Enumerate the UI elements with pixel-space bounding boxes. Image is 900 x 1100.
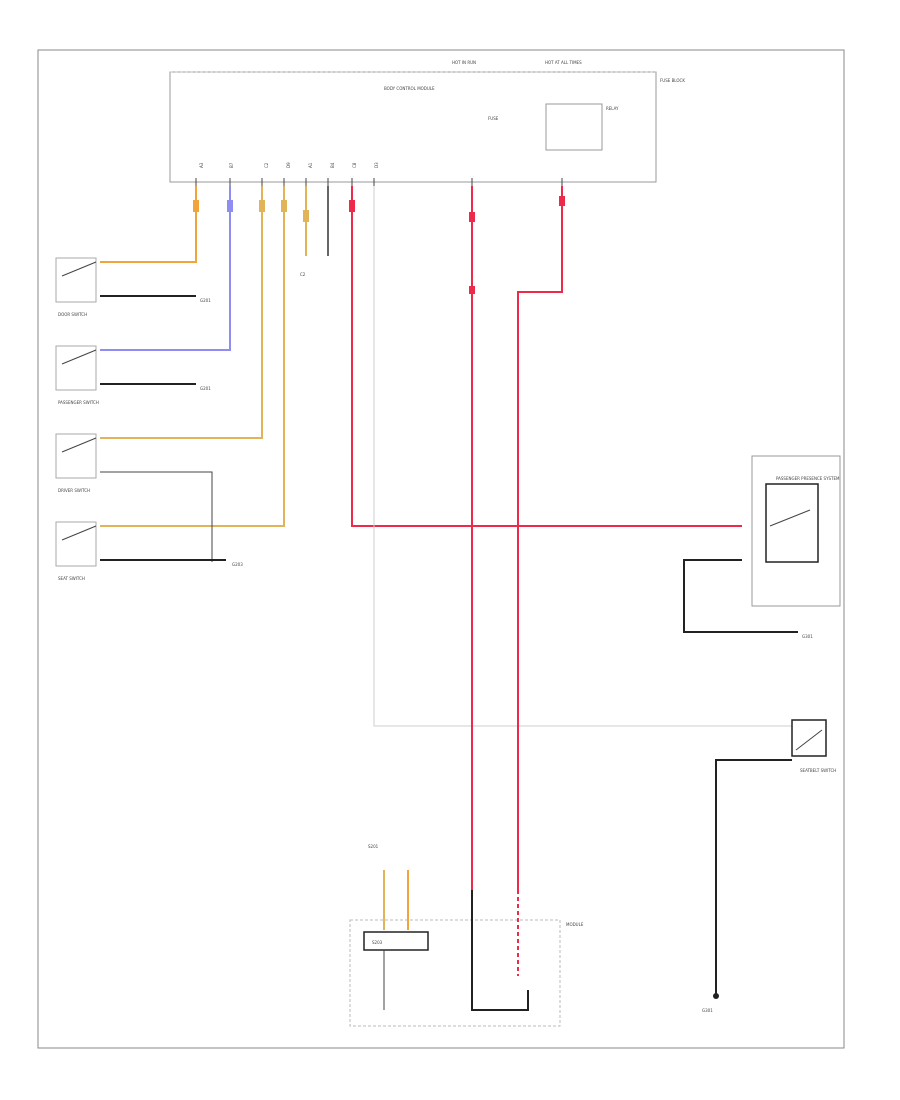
svg-text:PASSENGER SWITCH: PASSENGER SWITCH — [58, 400, 99, 405]
bottom-red-return — [471, 890, 529, 1011]
svg-text:SEAT SWITCH: SEAT SWITCH — [58, 576, 85, 581]
bottom-sub-label: S203 — [372, 940, 383, 945]
svg-text:G203: G203 — [232, 562, 243, 567]
bottom-module-box — [349, 919, 561, 1027]
presence-module-box — [751, 455, 841, 607]
switch-4: SEAT SWITCH G203 — [55, 521, 243, 581]
sub-connector-label: C2 — [300, 272, 306, 277]
hot-run-label: HOT IN RUN — [452, 60, 476, 65]
g301-label: G301 — [802, 634, 813, 639]
svg-text:DRIVER SWITCH: DRIVER SWITCH — [58, 488, 90, 493]
presence-ground-wire — [683, 559, 798, 633]
seatbelt-label: SEATBELT SWITCH — [800, 768, 836, 773]
wire-red-vertical-2 — [517, 186, 563, 890]
svg-text:G201: G201 — [200, 298, 211, 303]
switch-3: DRIVER SWITCH — [55, 433, 213, 562]
switch-1: DOOR SWITCH G201 — [55, 257, 211, 317]
wire-grey-long — [373, 186, 792, 727]
seatbelt-ground-label: G301 — [702, 1008, 713, 1013]
bottom-module-label: MODULE — [566, 922, 584, 927]
switch-2: PASSENGER SWITCH G201 — [55, 345, 211, 405]
hot-all-label: HOT AT ALL TIMES — [545, 60, 582, 65]
svg-text:D3: D3 — [374, 162, 379, 168]
wire-blue — [100, 186, 231, 351]
seatbelt-switch — [791, 719, 827, 757]
fuse-label: FUSE — [488, 116, 499, 121]
wire-tan-1 — [100, 186, 263, 439]
wire-red-horizontal — [351, 186, 742, 527]
svg-text:A3: A3 — [199, 162, 204, 168]
diagram-border — [37, 49, 845, 1049]
svg-text:C2: C2 — [264, 162, 269, 168]
seatbelt-ground-point — [713, 993, 719, 999]
relay-label: RELAY — [606, 106, 619, 111]
svg-text:DOOR SWITCH: DOOR SWITCH — [58, 312, 87, 317]
svg-text:A1: A1 — [308, 162, 313, 168]
wire-tan-2 — [100, 186, 285, 527]
svg-text:D9: D9 — [286, 162, 291, 168]
module-pin-labels: A3 B7 C2 D9 A1 B4 C8 D3 — [199, 162, 379, 168]
splice-marks — [193, 196, 565, 294]
fuse-block-label: FUSE BLOCK — [660, 78, 685, 83]
svg-text:G201: G201 — [200, 386, 211, 391]
module-connector-ticks — [195, 178, 563, 186]
svg-text:B7: B7 — [229, 162, 234, 168]
wire-orange-1 — [100, 186, 197, 263]
bottom-sub-box — [363, 931, 429, 951]
module-label: BODY CONTROL MODULE — [384, 86, 435, 91]
seatbelt-ground-wire — [715, 759, 792, 996]
presence-switch — [765, 483, 819, 563]
bottom-connector-label: S201 — [368, 844, 379, 849]
svg-text:C8: C8 — [352, 162, 357, 168]
svg-text:B4: B4 — [330, 162, 335, 168]
relay-box — [545, 103, 603, 151]
presence-label: PASSENGER PRESENCE SYSTEM — [776, 476, 840, 481]
